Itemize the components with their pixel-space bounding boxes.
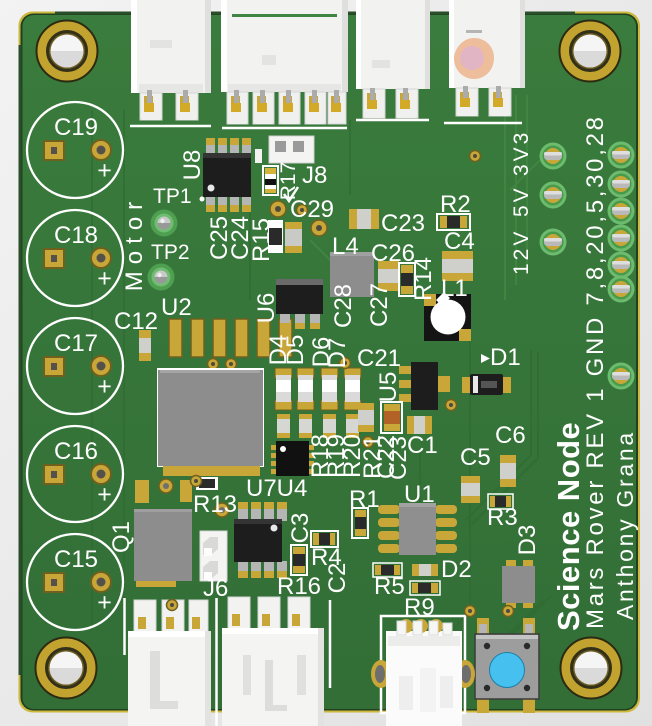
svg-text:C1: C1 bbox=[407, 432, 438, 459]
svg-text:U7U4: U7U4 bbox=[246, 475, 307, 502]
svg-text:C24: C24 bbox=[227, 216, 254, 260]
svg-text:Q1: Q1 bbox=[108, 521, 135, 553]
svg-text:C2: C2 bbox=[324, 563, 351, 594]
svg-text:D4: D4 bbox=[265, 335, 292, 366]
svg-text:R15: R15 bbox=[248, 218, 275, 262]
svg-text:R5: R5 bbox=[374, 573, 405, 600]
svg-text:TP2: TP2 bbox=[151, 241, 190, 264]
svg-text:J8: J8 bbox=[302, 162, 327, 189]
svg-text:3V3: 3V3 bbox=[510, 130, 533, 176]
svg-text:R9: R9 bbox=[404, 594, 435, 621]
svg-text:D1: D1 bbox=[490, 344, 521, 371]
svg-text:D6: D6 bbox=[308, 337, 335, 368]
svg-text:5V: 5V bbox=[510, 185, 533, 217]
svg-text:R14: R14 bbox=[410, 257, 437, 301]
svg-text:U8: U8 bbox=[179, 150, 206, 181]
svg-text:L4: L4 bbox=[332, 233, 359, 260]
svg-text:R4: R4 bbox=[311, 544, 342, 571]
svg-text:C3: C3 bbox=[287, 513, 314, 544]
svg-text:C23: C23 bbox=[385, 436, 412, 480]
svg-text:D3: D3 bbox=[514, 525, 541, 556]
svg-text:C19: C19 bbox=[54, 114, 98, 141]
svg-text:R3: R3 bbox=[487, 504, 518, 531]
svg-text:R16: R16 bbox=[277, 573, 321, 600]
svg-text:Anthony Grana: Anthony Grana bbox=[612, 430, 638, 620]
svg-text:C5: C5 bbox=[460, 444, 491, 471]
svg-text:U6: U6 bbox=[253, 293, 280, 324]
svg-text:R17: R17 bbox=[277, 162, 300, 201]
svg-text:D7: D7 bbox=[324, 338, 351, 369]
svg-text:TP1: TP1 bbox=[153, 185, 192, 208]
svg-text:C4: C4 bbox=[444, 228, 475, 255]
svg-text:Mars Rover REV 1 GND 7,8,20,5,: Mars Rover REV 1 GND 7,8,20,5,30,28 bbox=[582, 114, 609, 629]
svg-text:R20: R20 bbox=[339, 434, 366, 478]
svg-text:J6: J6 bbox=[203, 575, 228, 602]
svg-text:C18: C18 bbox=[54, 222, 98, 249]
svg-text:R13: R13 bbox=[193, 491, 237, 518]
svg-text:C29: C29 bbox=[290, 196, 334, 223]
svg-text:C22: C22 bbox=[373, 435, 400, 479]
svg-text:C15: C15 bbox=[54, 546, 98, 573]
svg-text:D5: D5 bbox=[282, 335, 309, 366]
svg-text:D2: D2 bbox=[441, 556, 472, 583]
svg-text:R18: R18 bbox=[307, 434, 334, 478]
svg-text:R21: R21 bbox=[359, 435, 386, 479]
svg-text:Motor: Motor bbox=[121, 195, 148, 291]
svg-text:C12: C12 bbox=[114, 308, 158, 335]
svg-text:U2: U2 bbox=[161, 294, 192, 321]
svg-text:C27: C27 bbox=[366, 283, 393, 327]
svg-text:C25: C25 bbox=[206, 216, 233, 260]
svg-text:U1: U1 bbox=[404, 481, 435, 508]
svg-text:C28: C28 bbox=[330, 284, 357, 328]
svg-text:12V: 12V bbox=[510, 229, 533, 275]
svg-text:R1: R1 bbox=[349, 486, 380, 513]
svg-text:C23: C23 bbox=[381, 210, 425, 237]
svg-text:R2: R2 bbox=[440, 191, 471, 218]
svg-text:C21: C21 bbox=[357, 345, 401, 372]
svg-text:C16: C16 bbox=[54, 438, 98, 465]
svg-text:L1: L1 bbox=[441, 275, 468, 302]
svg-text:C26: C26 bbox=[371, 240, 415, 267]
svg-text:C6: C6 bbox=[495, 422, 526, 449]
svg-text:C17: C17 bbox=[54, 330, 98, 357]
svg-text:U5: U5 bbox=[375, 372, 402, 403]
svg-text:Science Node: Science Node bbox=[551, 422, 586, 631]
svg-text:R19: R19 bbox=[323, 434, 350, 478]
